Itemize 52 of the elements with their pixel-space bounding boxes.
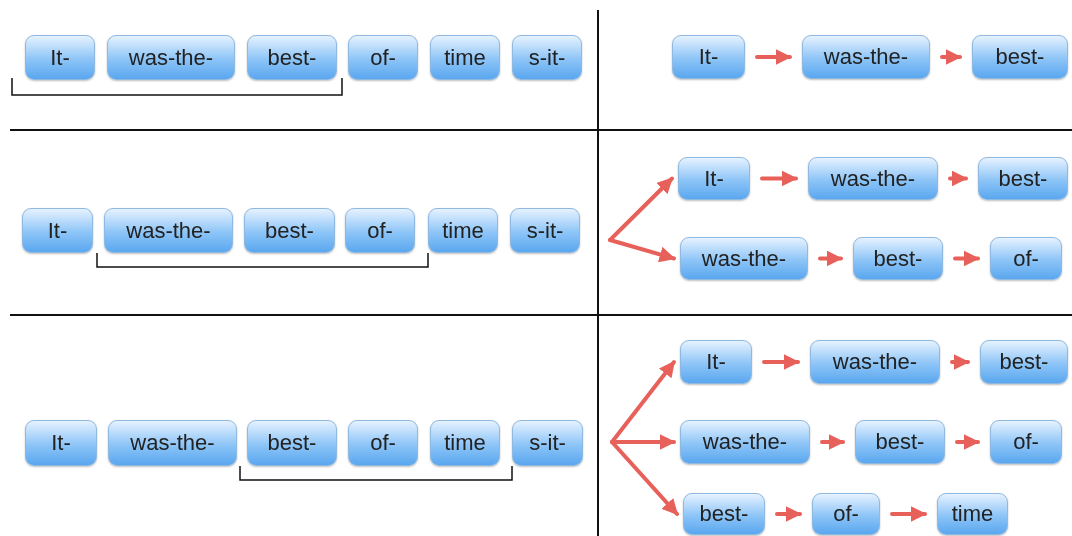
word-box: best- (247, 35, 337, 80)
word-box: was-the- (802, 35, 930, 79)
arrow (820, 434, 845, 450)
word-box: was-the- (808, 157, 938, 200)
word-box: was-the- (107, 35, 235, 80)
arrow (762, 354, 800, 370)
word-box: time (430, 420, 500, 466)
arrow (610, 440, 679, 516)
word-box: was-the- (108, 420, 237, 466)
arrow (608, 238, 676, 263)
word-box: of- (990, 237, 1062, 280)
word-box: best- (980, 340, 1068, 384)
word-box: was-the- (680, 420, 810, 464)
arrow (760, 170, 798, 187)
word-box: time (430, 35, 500, 80)
word-box: It- (25, 420, 97, 466)
word-box: of- (345, 208, 415, 253)
word-box: time (937, 493, 1008, 535)
word-box: best- (244, 208, 335, 253)
word-box: s-it- (510, 208, 580, 253)
word-box: of- (348, 420, 418, 466)
arrow (610, 434, 676, 450)
word-box: It- (672, 35, 745, 79)
word-box: of- (348, 35, 418, 80)
word-box: time (428, 208, 498, 253)
word-box: best- (247, 420, 337, 466)
word-box: best- (855, 420, 945, 464)
arrow (955, 434, 980, 450)
arrow (890, 506, 927, 522)
word-box: It- (25, 35, 95, 80)
word-box: of- (812, 493, 880, 535)
arrow (775, 506, 802, 522)
word-box: s-it- (512, 35, 582, 80)
word-box: was-the- (810, 340, 940, 384)
word-box: best- (978, 157, 1068, 200)
arrow (953, 250, 980, 267)
arrow (608, 176, 674, 242)
word-box: of- (990, 420, 1062, 464)
arrow (755, 49, 792, 65)
word-box: best- (683, 493, 765, 535)
word-box: best- (972, 35, 1068, 79)
word-box: It- (22, 208, 93, 253)
arrow (948, 170, 968, 187)
word-box: It- (678, 157, 750, 200)
arrow (950, 354, 970, 370)
word-box: best- (853, 237, 943, 280)
arrow (818, 250, 843, 267)
word-box: It- (680, 340, 752, 384)
word-box: was-the- (104, 208, 233, 253)
arrow (940, 49, 962, 65)
word-box: was-the- (680, 237, 808, 280)
word-box: s-it- (512, 420, 583, 466)
